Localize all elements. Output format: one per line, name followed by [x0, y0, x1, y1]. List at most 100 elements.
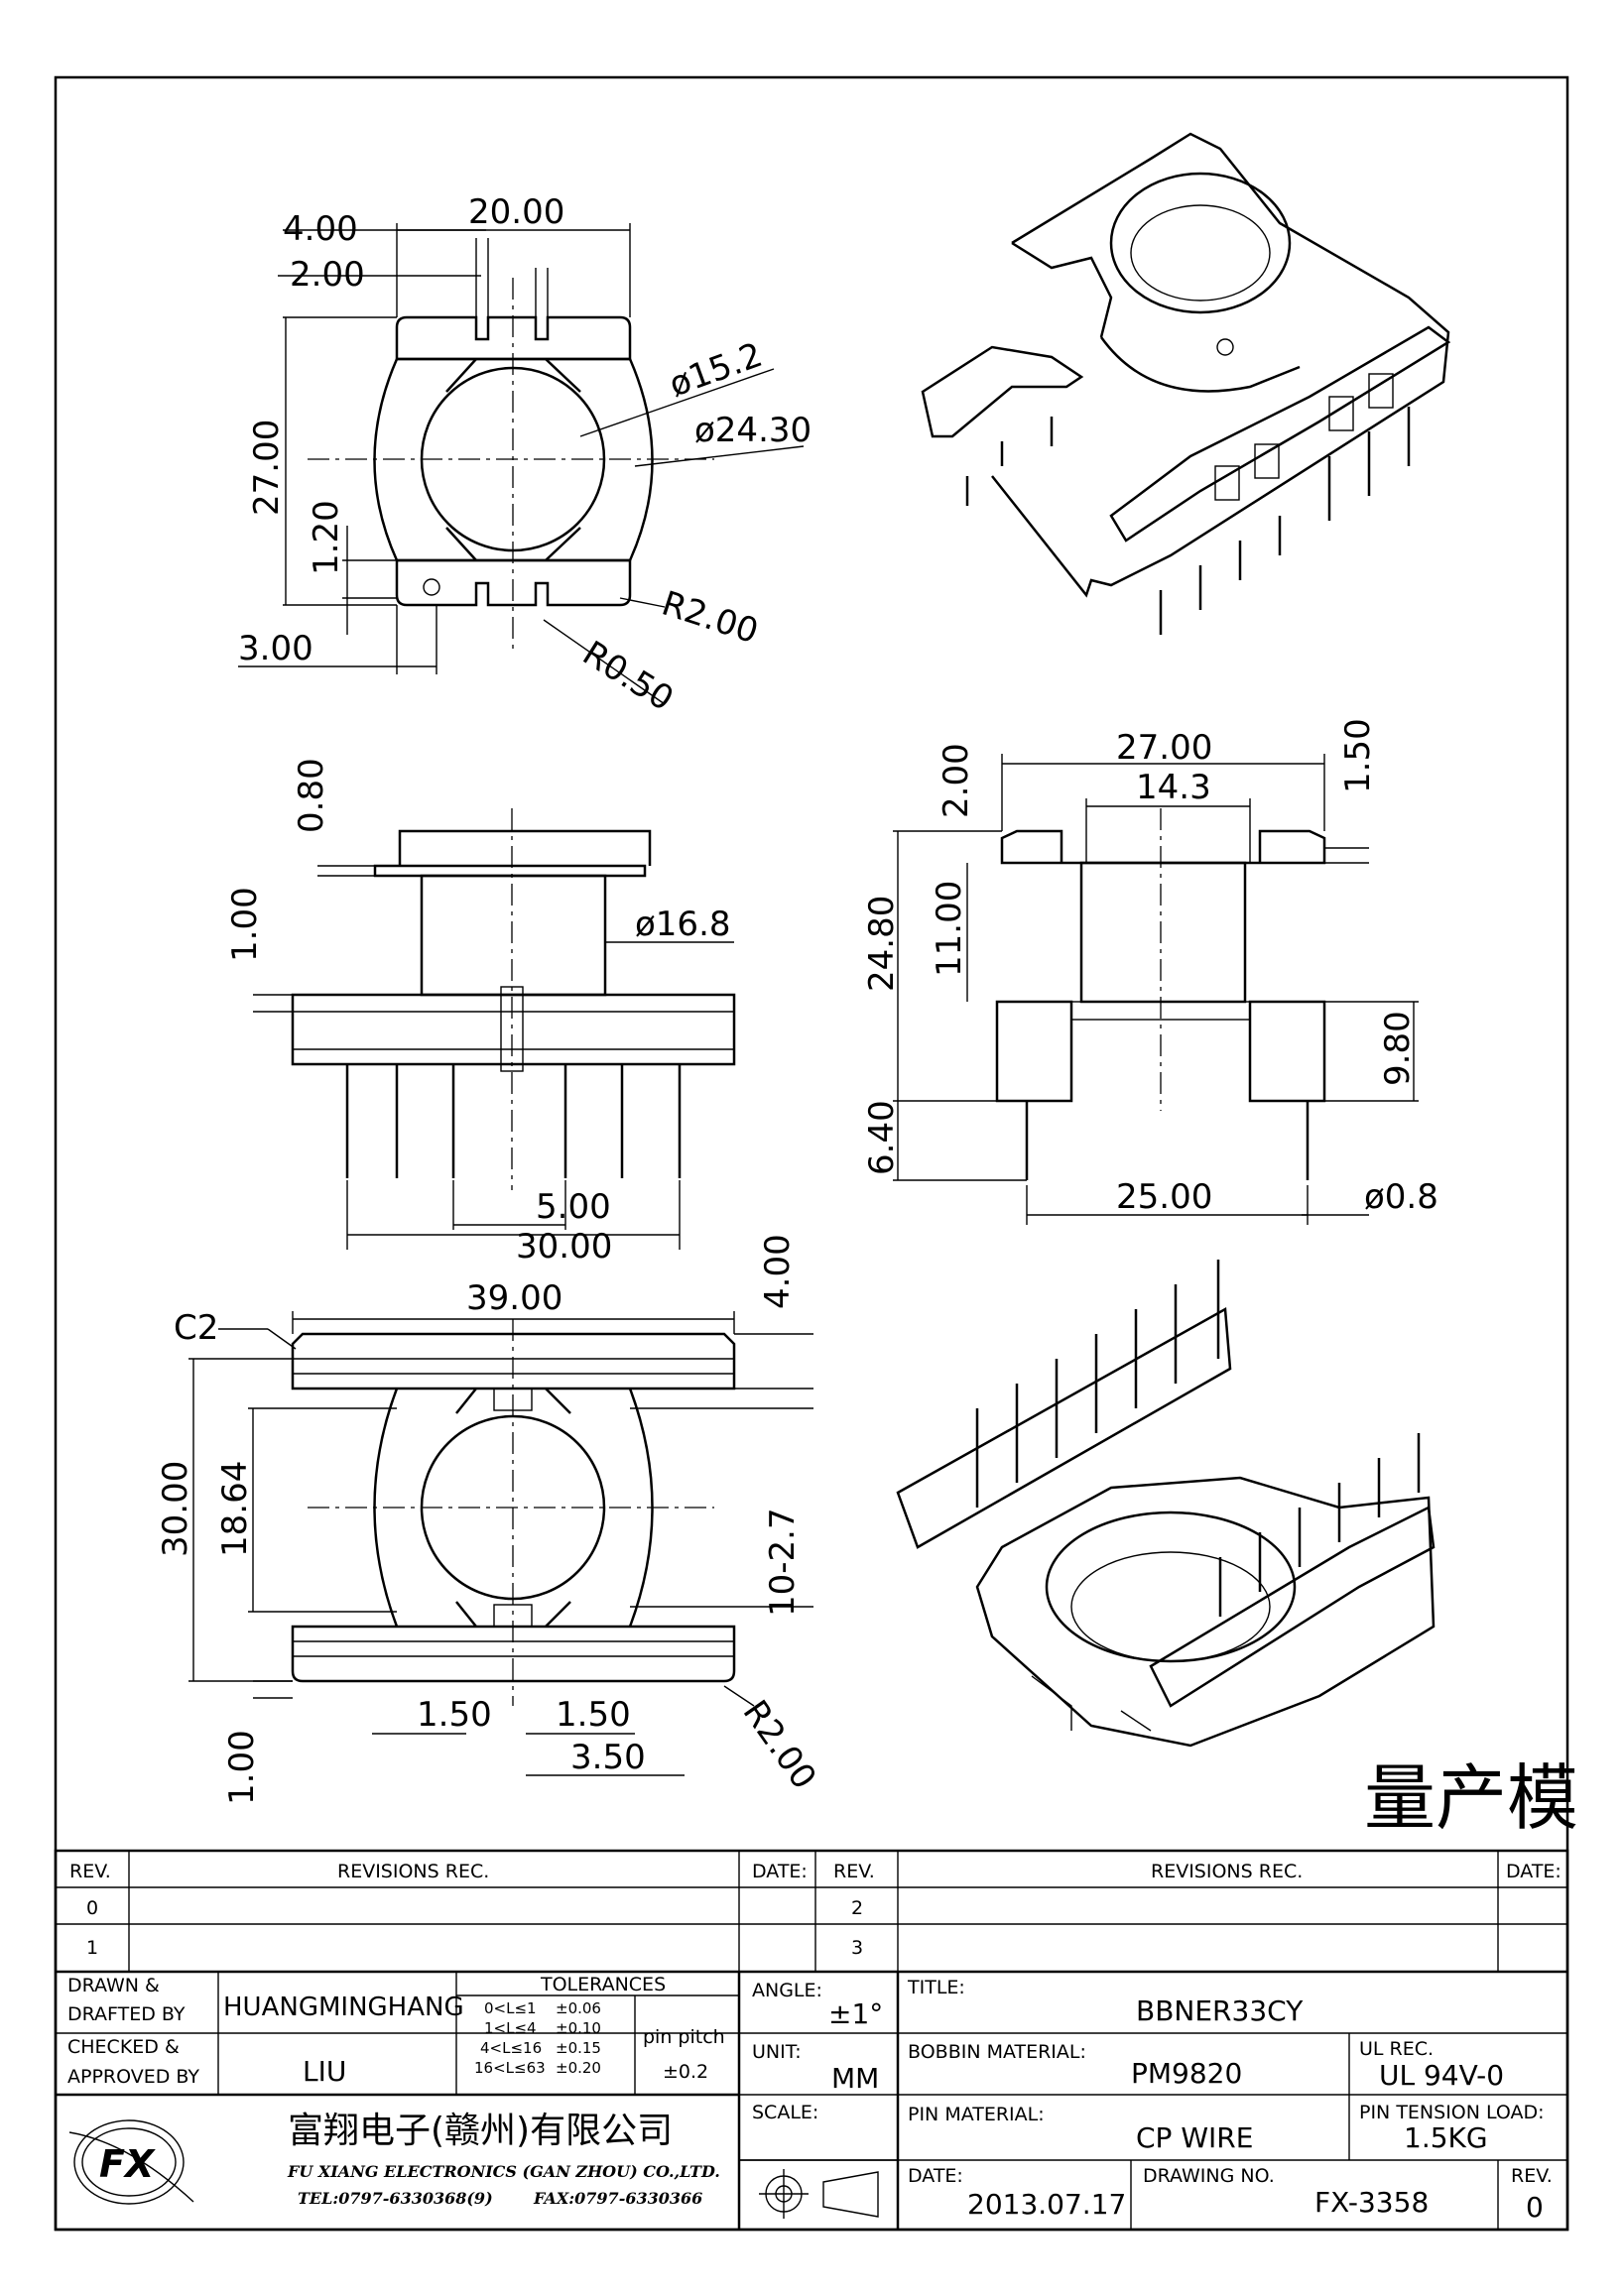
top-view: 4.00 20.00 2.00 27.00 1.20 3.00 ø15.2 ø2… [238, 192, 812, 719]
dim-3-00: 3.00 [238, 629, 313, 668]
dim-30-00-bottom: 30.00 [156, 1461, 195, 1557]
pin-pitch-label: pin pitch [643, 2026, 725, 2048]
dim-27-00: 27.00 [247, 420, 287, 516]
dim-14-3: 14.3 [1136, 768, 1211, 807]
revisions-header-left: REVISIONS REC. [337, 1861, 489, 1882]
company-name-cn: 富翔电子(赣州)有限公司 [288, 2111, 673, 2151]
company-fax: FAX:0797-6330366 [533, 2189, 702, 2208]
unit-value: MM [831, 2062, 879, 2095]
checked-label-1: CHECKED & [67, 2036, 180, 2058]
date-value: 2013.07.17 [967, 2188, 1126, 2221]
drawing-no-label: DRAWING NO. [1143, 2165, 1275, 2187]
revisions-header-right: REVISIONS REC. [1151, 1861, 1303, 1882]
checked-label-2: APPROVED BY [67, 2066, 199, 2088]
title-value: BBNER33CY [1136, 1994, 1304, 2027]
rev-row-3: 3 [851, 1937, 863, 1959]
dim-10-2-7: 10-2.7 [763, 1508, 803, 1617]
dim-1-50-side: 1.50 [1338, 718, 1378, 793]
dim-3-50: 3.50 [570, 1738, 646, 1777]
sheet-border [54, 75, 1569, 2232]
dim-1-00: 1.00 [225, 887, 265, 962]
ul-rec-value: UL 94V-0 [1379, 2059, 1504, 2092]
isometric-view-top [921, 132, 1451, 635]
dim-24-80: 24.80 [862, 896, 902, 992]
dim-6-40: 6.40 [862, 1100, 902, 1175]
dim-1-50-right: 1.50 [556, 1695, 631, 1735]
tolerance-value-2: ±0.15 [556, 2039, 601, 2057]
dim-18-64: 18.64 [215, 1461, 255, 1557]
tolerance-range-0: 0<L≤1 [484, 1999, 537, 2017]
tolerance-value-0: ±0.06 [556, 1999, 601, 2017]
date-label: DATE: [908, 2165, 963, 2187]
dim-5-00: 5.00 [536, 1187, 611, 1227]
dim-11-00: 11.00 [930, 881, 969, 977]
rev-row-2: 2 [851, 1897, 863, 1919]
scale-label: SCALE: [752, 2102, 818, 2123]
bottom-view: C2 39.00 4.00 30.00 18.64 10-2.7 1.50 1.… [156, 1234, 823, 1805]
drawn-label-1: DRAWN & [67, 1975, 160, 1996]
tolerance-range-1: 1<L≤4 [484, 2019, 537, 2037]
dim-1-20: 1.20 [307, 500, 346, 575]
pin-tension-label: PIN TENSION LOAD: [1359, 2102, 1545, 2123]
tolerance-range-2: 4<L≤16 [480, 2039, 542, 2057]
rev-value: 0 [1526, 2191, 1544, 2224]
dim-27-00-side: 27.00 [1116, 728, 1212, 768]
title-block: REV. REVISIONS REC. DATE: REV. REVISIONS… [54, 1849, 1569, 2232]
dim-25-00: 25.00 [1116, 1177, 1212, 1217]
drawing-no-value: FX-3358 [1314, 2186, 1429, 2219]
dim-9-80: 9.80 [1378, 1011, 1418, 1086]
date-header-left: DATE: [752, 1861, 808, 1882]
tolerances-header: TOLERANCES [540, 1974, 666, 1995]
rev-header-right: REV. [833, 1861, 875, 1882]
drawn-label-2: DRAFTED BY [67, 2003, 186, 2025]
dim-4-00-bottom: 4.00 [758, 1234, 798, 1309]
dim-dia-0-8: ø0.8 [1364, 1177, 1438, 1217]
ul-rec-label: UL REC. [1359, 2038, 1434, 2060]
dim-20-00: 20.00 [468, 192, 564, 232]
dim-0-80: 0.80 [292, 758, 331, 833]
pin-material-label: PIN MATERIAL: [908, 2104, 1045, 2125]
dim-4-00: 4.00 [283, 209, 358, 249]
dim-r0-50: R0.50 [575, 634, 680, 720]
dim-r2-00: R2.00 [657, 584, 763, 653]
checked-by-value: LIU [303, 2055, 346, 2088]
front-view: 0.80 1.00 ø16.8 5.00 30.00 [225, 758, 736, 1267]
company-logo [68, 2119, 194, 2205]
dim-1-50-left: 1.50 [417, 1695, 492, 1735]
dim-dia-24-30: ø24.30 [694, 411, 812, 450]
rev-row-1: 1 [86, 1937, 98, 1959]
company-tel: TEL:0797-6330368(9) [298, 2189, 493, 2208]
title-label: TITLE: [907, 1977, 965, 1998]
dim-1-00-bottom: 1.00 [222, 1730, 262, 1805]
rev-header-left: REV. [69, 1861, 111, 1882]
tolerance-value-3: ±0.20 [556, 2059, 601, 2077]
date-header-right: DATE: [1506, 1861, 1562, 1882]
bobbin-material-value: PM9820 [1131, 2057, 1242, 2090]
angle-value: ±1° [828, 1997, 883, 2030]
dim-dia-16-8: ø16.8 [635, 905, 731, 944]
tolerance-value-1: ±0.10 [556, 2019, 601, 2037]
drawn-by-value: HUANGMINGHANG [223, 1993, 464, 2022]
dim-c2: C2 [174, 1308, 218, 1348]
pin-tension-value: 1.5KG [1404, 2121, 1488, 2154]
company-name-en: FU XIANG ELECTRONICS (GAN ZHOU) CO.,LTD. [287, 2162, 720, 2181]
pin-material-value: CP WIRE [1136, 2121, 1253, 2154]
bobbin-material-label: BOBBIN MATERIAL: [908, 2041, 1086, 2063]
unit-label: UNIT: [752, 2041, 802, 2063]
rev-label: REV. [1511, 2165, 1553, 2187]
dim-2-00: 2.00 [290, 255, 365, 295]
dim-dia-15-2: ø15.2 [664, 335, 767, 406]
dim-30-00: 30.00 [516, 1227, 612, 1267]
isometric-view-bottom [896, 1260, 1436, 1748]
dim-2-00-side: 2.00 [937, 743, 976, 818]
company-logo-text: FX [99, 2142, 156, 2186]
rev-row-0: 0 [86, 1897, 98, 1919]
projection-symbol [739, 2159, 898, 2219]
mass-production-mark: 量产模 [1364, 1756, 1578, 1840]
tolerance-range-3: 16<L≤63 [474, 2059, 546, 2077]
dim-39-00: 39.00 [466, 1278, 562, 1318]
side-view: 2.00 27.00 1.50 14.3 24.80 11.00 9.80 6.… [862, 718, 1438, 1225]
pin-pitch-value: ±0.2 [663, 2061, 708, 2083]
dim-r2-00-bottom: R2.00 [735, 1693, 824, 1796]
